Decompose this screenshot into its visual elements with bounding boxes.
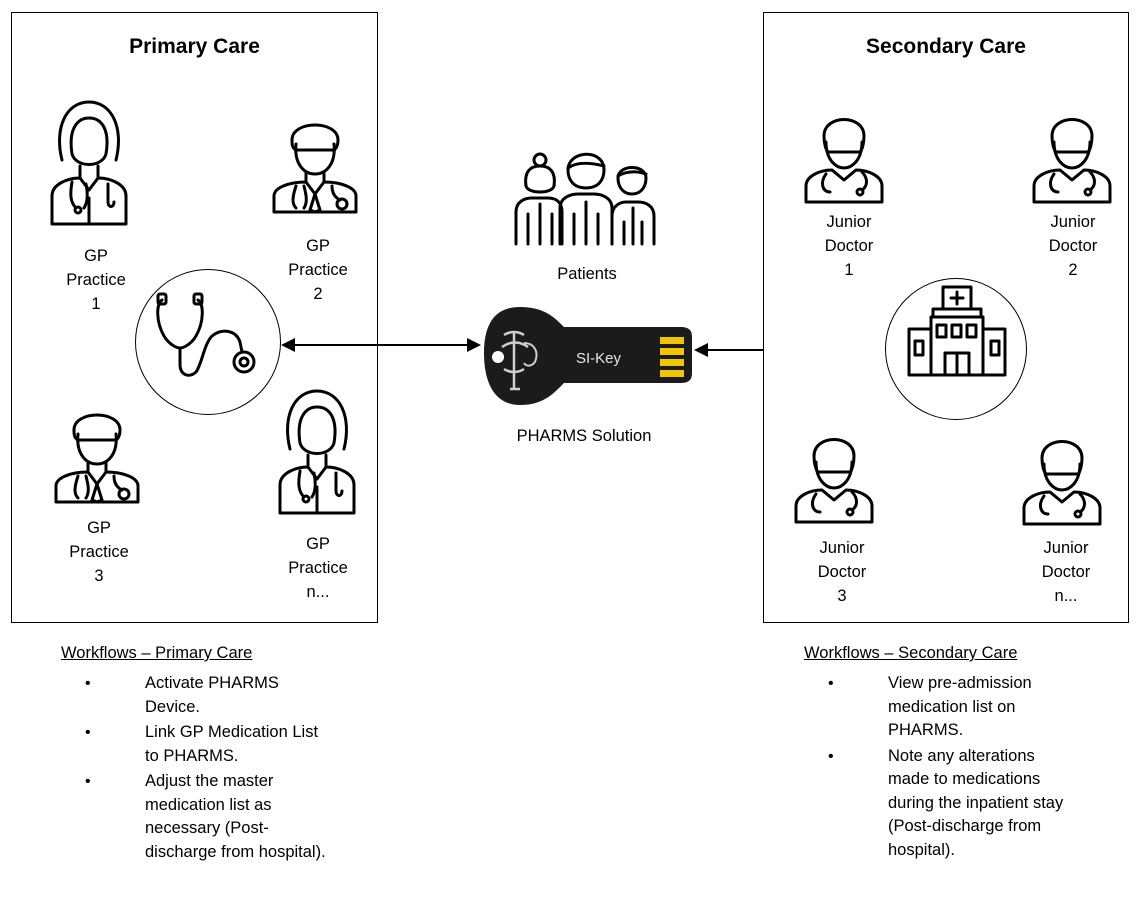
bullet: • [828, 747, 834, 765]
female-doctor-icon [48, 98, 130, 233]
patients-group-icon [510, 142, 660, 251]
workflow-item-text: View pre-admission medication list on PH… [888, 674, 1032, 739]
junior-doctor-2-label: Junior Doctor 2 [1048, 213, 1098, 279]
gp-practice-3-label: GP Practice 3 [69, 519, 129, 585]
workflow-item-text: Adjust the master medication list as nec… [145, 772, 326, 861]
list-item: • View pre-admission medication list on P… [804, 672, 1134, 743]
male-doctor-icon [270, 114, 360, 219]
junior-doctor-icon [1030, 106, 1114, 209]
junior-doctor-n-label: Junior Doctor n... [1041, 539, 1091, 605]
gp-practice-n-label: GP Practice n... [288, 535, 348, 601]
bullet: • [85, 675, 91, 692]
usb-key-text: SI-Key [576, 350, 622, 367]
female-doctor-icon [276, 387, 358, 522]
workflows-primary-list: • Activate PHARMS Device. • Link GP Medica… [61, 672, 391, 864]
pharms-solution-label: PHARMS Solution [516, 427, 652, 445]
junior-doctor-1-label: Junior Doctor 1 [824, 213, 874, 279]
list-item: • Activate PHARMS Device. [61, 672, 391, 719]
gp-practice-2-label: GP Practice 2 [288, 237, 348, 303]
gp-practice-1-label: GP Practice 1 [66, 247, 126, 313]
workflows-primary-title: Workflows – Primary Care [61, 644, 253, 662]
usb-key-icon: SI-Key [480, 303, 696, 414]
list-item: • Link GP Medication List to PHARMS. [61, 721, 391, 768]
stethoscope-icon [152, 292, 264, 387]
list-item: • Note any alterations made to medication… [804, 745, 1134, 863]
workflow-item-text: Link GP Medication List to PHARMS. [145, 723, 319, 765]
hospital-icon [905, 283, 1009, 384]
primary-care-title: Primary Care [129, 35, 260, 58]
bullet: • [85, 724, 91, 741]
male-doctor-icon [52, 404, 142, 509]
secondary-care-title: Secondary Care [866, 35, 1026, 58]
junior-doctor-icon [1020, 428, 1104, 531]
junior-doctor-icon [802, 106, 886, 209]
workflow-item-text: Note any alterations made to medications… [888, 746, 1064, 859]
list-item: • Adjust the master medication list as ne… [61, 770, 391, 864]
workflow-item-text: Activate PHARMS Device. [145, 674, 279, 716]
workflows-secondary-title: Workflows – Secondary Care [804, 644, 1018, 662]
junior-doctor-3-label: Junior Doctor 3 [817, 539, 867, 605]
workflows-secondary-list: • View pre-admission medication list on P… [804, 672, 1134, 862]
bullet: • [85, 773, 91, 790]
patients-label: Patients [557, 265, 617, 283]
double-arrow-icon [281, 335, 481, 360]
junior-doctor-icon [792, 426, 876, 529]
bullet: • [828, 675, 834, 692]
